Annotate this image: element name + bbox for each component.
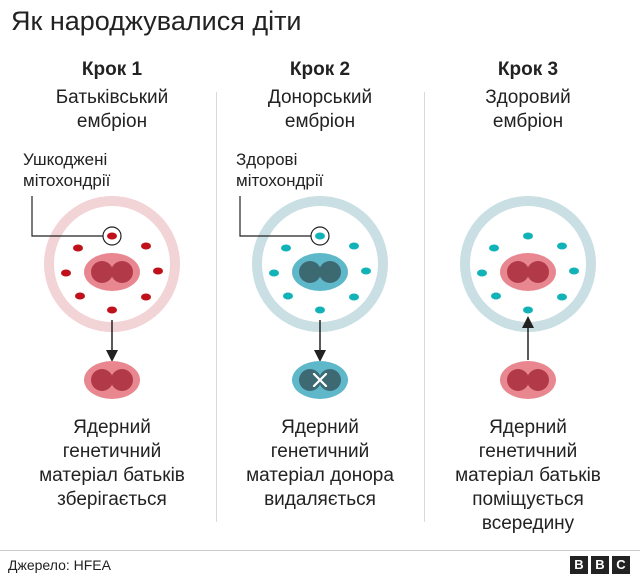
healthy-mitochondria (269, 232, 371, 314)
column-divider (216, 92, 217, 522)
donor-nucleus (292, 253, 348, 291)
source-note: Джерело: HFEA (8, 557, 111, 573)
extracted-parent-nucleus (84, 361, 140, 399)
healthy-embryo (460, 196, 596, 399)
cross-icon (312, 372, 328, 388)
step-title: Крок 2 (289, 59, 351, 80)
bbc-logo: B B C (570, 556, 630, 574)
logo-letter: B (570, 556, 588, 574)
step-title: Крок 3 (497, 59, 559, 80)
removed-donor-nucleus (292, 361, 348, 399)
page-title: Як народжувалися діти (11, 6, 302, 36)
healthy-mitochondria (477, 232, 579, 314)
damaged-mitochondria (61, 232, 163, 314)
inserted-parent-nucleus (500, 253, 556, 291)
step-title: Крок 1 (81, 59, 143, 80)
logo-letter: B (591, 556, 609, 574)
parent-nucleus (84, 253, 140, 291)
callout-leader-line (31, 196, 103, 237)
parent-nucleus-to-insert (500, 361, 556, 399)
column-divider (424, 92, 425, 522)
callout-leader-line (239, 196, 311, 237)
parent-embryo (31, 196, 180, 399)
footer-divider (0, 550, 640, 551)
logo-letter: C (612, 556, 630, 574)
donor-embryo (239, 196, 388, 399)
